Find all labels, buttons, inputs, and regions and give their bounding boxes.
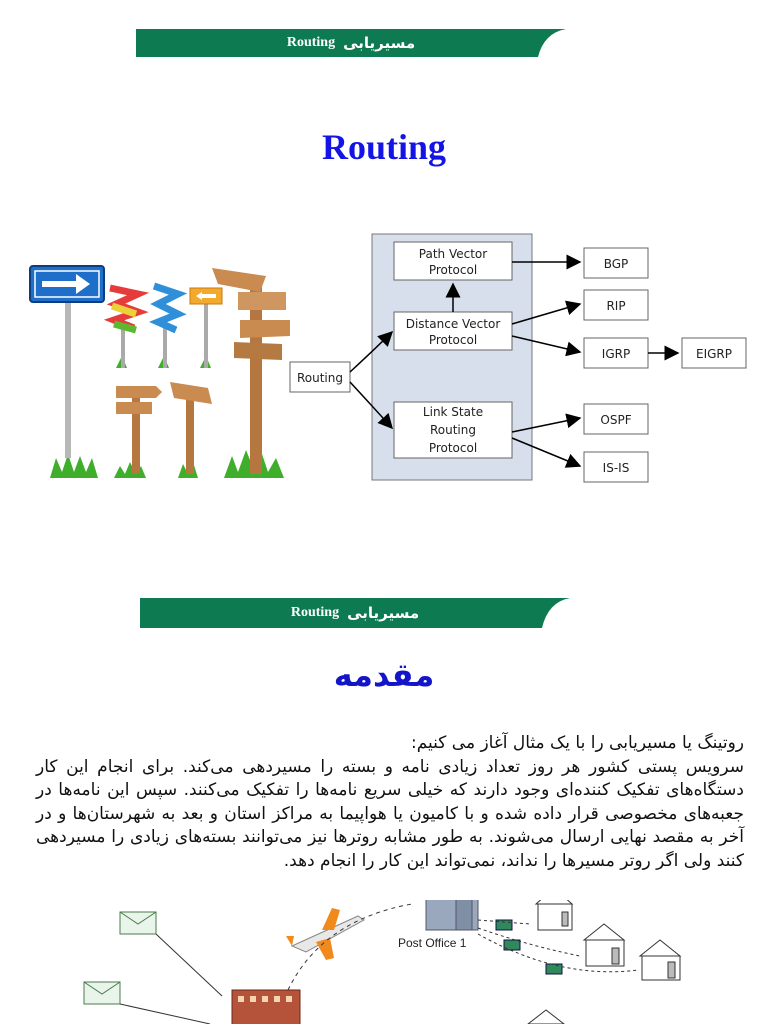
- slide-routing-overview: Routing مسیریابی Routing: [0, 0, 768, 510]
- envelope-icon: [545, 963, 563, 975]
- node-rip-label: RIP: [606, 299, 625, 313]
- node-routing-label: Routing: [297, 371, 343, 385]
- banner-2-title-en: Routing: [290, 605, 340, 620]
- node-rip: [583, 289, 649, 321]
- house-icon: [582, 923, 626, 967]
- banner-2-title-fa: مسیریابی: [347, 604, 420, 622]
- intro-text: روتینگ یا مسیریابی را با یک مثال آغاز می…: [36, 732, 744, 873]
- sorting-center-icon: [231, 989, 301, 1024]
- node-link-state-line1: Link State: [423, 405, 483, 419]
- node-ospf: [583, 403, 649, 435]
- post-office-label: Post Office 1: [398, 936, 467, 950]
- node-isis: [583, 451, 649, 483]
- signposts-illustration: [29, 265, 290, 478]
- node-bgp: [583, 247, 649, 279]
- house-icon: [527, 1009, 565, 1024]
- intro-paragraph: سرویس پستی کشور هر روز تعداد زیادی نامه …: [36, 756, 744, 871]
- envelope-icon: [119, 911, 157, 935]
- banner-shape-2: [140, 598, 570, 628]
- node-distance-vector: [393, 311, 513, 351]
- banner-shape: [136, 29, 566, 57]
- slide-title: Routing: [321, 127, 447, 167]
- node-ospf-label: OSPF: [600, 413, 631, 427]
- node-link-state: [393, 401, 513, 459]
- house-icon: [534, 900, 574, 931]
- mail-path: [155, 933, 223, 997]
- node-bgp-label: BGP: [604, 257, 629, 271]
- node-distance-vector-line1: Distance Vector: [406, 317, 501, 331]
- house-icon: [638, 939, 682, 981]
- banner-title-en: Routing: [286, 35, 336, 50]
- airplane-icon: [286, 908, 365, 960]
- node-routing: [289, 361, 351, 393]
- delivery-paths: [477, 919, 639, 973]
- node-eigrp-label: EIGRP: [696, 347, 732, 361]
- node-link-state-line2: Routing: [430, 423, 476, 437]
- envelope-icon: [503, 939, 521, 951]
- node-eigrp: [681, 337, 747, 369]
- flight-path: [287, 903, 413, 991]
- banner-title-fa: مسیریابی: [343, 34, 416, 52]
- routing-protocols-diagram: Routing Path Vector Protocol Distance Ve…: [289, 233, 747, 483]
- diagram-arrows: [349, 254, 680, 468]
- header-banner: Routing مسیریابی: [136, 29, 566, 57]
- slide-introduction: Routing مسیریابی مقدمه روتینگ یا مسیریاب…: [0, 560, 768, 1024]
- mail-path: [119, 1003, 211, 1024]
- envelope-icon: [495, 919, 513, 931]
- node-path-vector-line1: Path Vector: [419, 247, 487, 261]
- node-path-vector: [393, 241, 513, 281]
- node-isis-label: IS-IS: [603, 461, 630, 475]
- node-igrp-label: IGRP: [602, 347, 630, 361]
- node-igrp: [583, 337, 649, 369]
- envelope-icon: [83, 981, 121, 1005]
- node-path-vector-line2: Protocol: [429, 263, 477, 277]
- node-distance-vector-line2: Protocol: [429, 333, 477, 347]
- header-banner-2: Routing مسیریابی: [140, 598, 570, 628]
- node-link-state-line3: Protocol: [429, 441, 477, 455]
- intro-line: روتینگ یا مسیریابی را با یک مثال آغاز می…: [411, 733, 744, 753]
- postal-routing-illustration: Post Office 1: [83, 900, 682, 1024]
- slide-title-intro: مقدمه: [333, 656, 435, 694]
